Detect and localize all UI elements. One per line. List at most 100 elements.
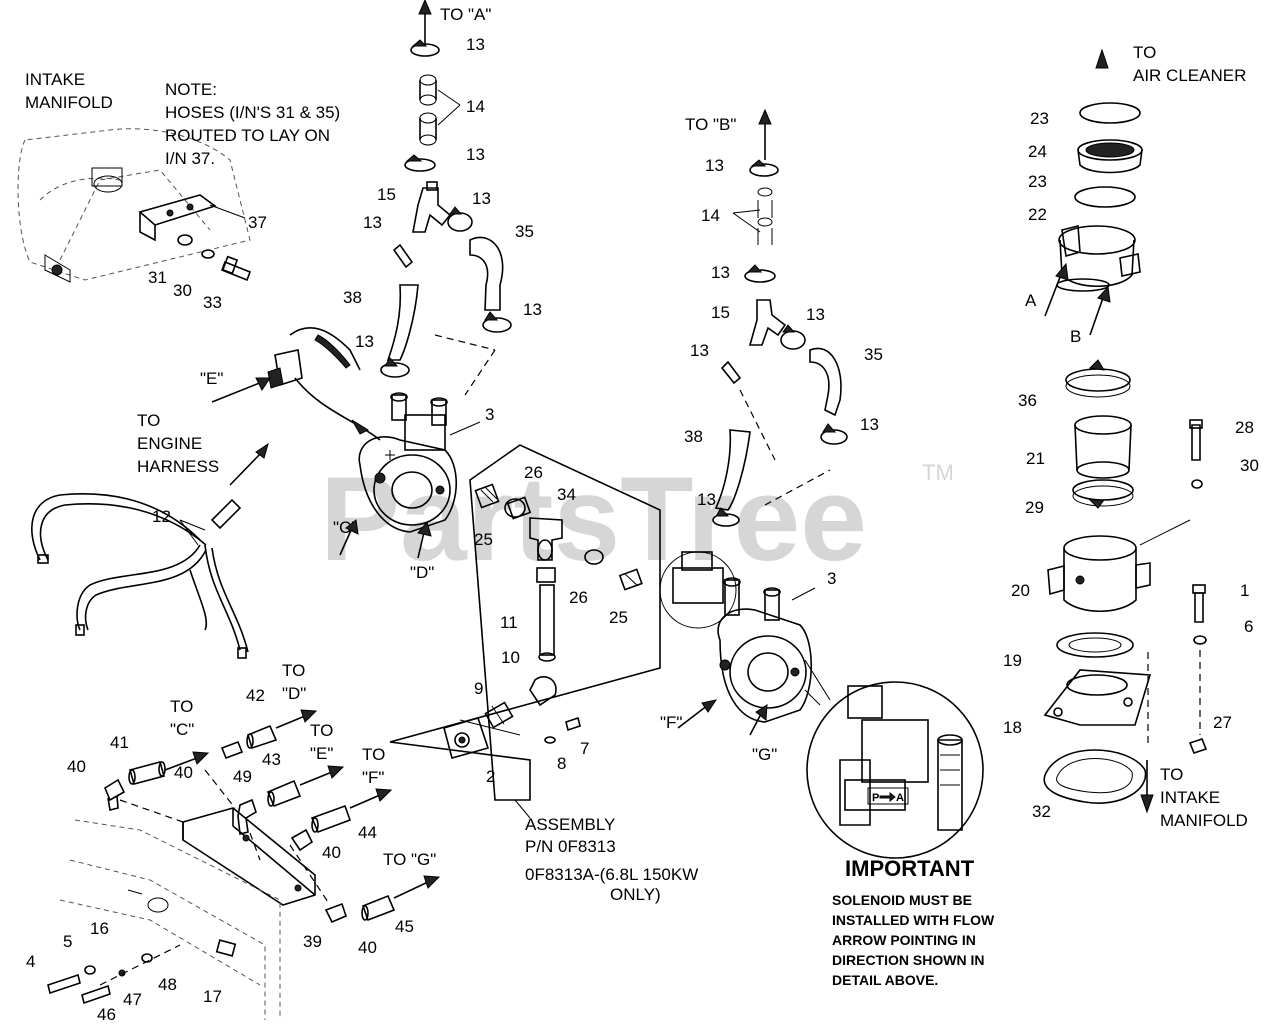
- watermark-text: PartsTree: [320, 452, 867, 586]
- part-number: 26: [524, 463, 543, 482]
- part-number: 3: [827, 569, 836, 588]
- part-number: 33: [203, 293, 222, 312]
- part-number: 30: [1240, 456, 1259, 475]
- tee-34: [529, 517, 563, 561]
- part-number: 13: [363, 213, 382, 232]
- part-number: 26: [569, 588, 588, 607]
- callout-c: "C": [333, 518, 357, 537]
- arrow-to-b: TO "B": [685, 108, 772, 160]
- part-number: 27: [1213, 713, 1232, 732]
- part-number-callouts: 13 14 13 15 13 13 35 38 13 13 37 31 30 3…: [26, 35, 1259, 1024]
- regulator-3-left: [358, 392, 481, 533]
- callout-a: A: [1025, 291, 1037, 310]
- to-d-label-2: "D": [282, 684, 306, 703]
- important-line-2: INSTALLED WITH FLOW: [832, 912, 995, 928]
- important-line-5: DETAIL ABOVE.: [832, 972, 938, 988]
- callout-d: "D": [410, 563, 434, 582]
- part-number: 38: [684, 427, 703, 446]
- part-number: 42: [246, 686, 265, 705]
- part-number: 6: [1244, 617, 1253, 636]
- fuel-block-39: [182, 807, 316, 906]
- fitting-26-top: [504, 496, 532, 520]
- part-number: 13: [806, 305, 825, 324]
- callout-g: "G": [752, 745, 777, 764]
- part-number: 15: [377, 185, 396, 204]
- part-number: 17: [203, 987, 222, 1006]
- bolt-washer-31-30-33: [177, 234, 252, 282]
- bottom-fittings: [47, 724, 396, 1005]
- arrow-to-air-cleaner: TO AIR CLEANER: [1095, 43, 1246, 85]
- part-number: 34: [557, 485, 576, 504]
- part-number: 28: [1235, 418, 1254, 437]
- flow-mark-a: A: [896, 792, 904, 804]
- part-number: 21: [1026, 449, 1045, 468]
- part-number: 19: [1003, 651, 1022, 670]
- assembly-label: ASSEMBLY P/N 0F8313 0F8313A-(6.8L 150KW …: [525, 815, 698, 904]
- part-number: 44: [358, 823, 377, 842]
- to-engine-harness-3: HARNESS: [137, 457, 219, 476]
- note-block: INTAKE MANIFOLD NOTE: HOSES (I/N'S 31 & …: [25, 70, 340, 168]
- part-number: 13: [711, 263, 730, 282]
- part-number: 40: [67, 757, 86, 776]
- part-number: 13: [523, 300, 542, 319]
- part-number: 22: [1028, 205, 1047, 224]
- intake-manifold-drawing: [17, 128, 251, 283]
- to-c-d-e-f-g-arrows: TO "C" TO "D" TO "E" TO "F" TO "G": [164, 661, 441, 899]
- part-number: 25: [474, 530, 493, 549]
- part-number: 18: [1003, 718, 1022, 737]
- to-intake-manifold-3: MANIFOLD: [1160, 811, 1248, 830]
- to-b-label: TO "B": [685, 115, 736, 134]
- solenoid-detail: P A: [804, 681, 984, 859]
- to-engine-harness-2: ENGINE: [137, 434, 202, 453]
- part-number: 14: [701, 206, 720, 225]
- part-number: 24: [1028, 142, 1047, 161]
- part-number: 8: [557, 754, 566, 773]
- part-number: 13: [860, 415, 879, 434]
- part-number: 7: [580, 739, 589, 758]
- part-number: 38: [343, 288, 362, 307]
- arrow-to-a: TO "A": [418, 0, 491, 45]
- callout-b: B: [1070, 327, 1081, 346]
- part-number: 29: [1025, 498, 1044, 517]
- part-number: 35: [515, 222, 534, 241]
- part-number: 4: [26, 952, 35, 971]
- intake-manifold-label-1: INTAKE: [25, 70, 85, 89]
- part-number: 32: [1032, 802, 1051, 821]
- assembly-line-4: ONLY): [610, 885, 661, 904]
- note-line-2: HOSES (I/N'S 31 & 35): [165, 103, 340, 122]
- callout-e: "E": [200, 369, 223, 388]
- note-line-4: I/N 37.: [165, 149, 215, 168]
- part-number: 40: [174, 763, 193, 782]
- part-number: 3: [485, 405, 494, 424]
- part-number: 9: [474, 679, 483, 698]
- part-number: 2: [486, 767, 495, 786]
- to-c-label-2: "C": [170, 720, 194, 739]
- part-number: 40: [322, 843, 341, 862]
- part-number: 46: [97, 1005, 116, 1024]
- to-d-label-1: TO: [282, 661, 305, 680]
- fitting-25-mid: [618, 568, 643, 591]
- part-number: 13: [472, 189, 491, 208]
- part-number: 14: [466, 97, 485, 116]
- important-line-4: DIRECTION SHOWN IN: [832, 952, 984, 968]
- note-line-1: NOTE:: [165, 80, 217, 99]
- part-number: 15: [711, 303, 730, 322]
- to-air-cleaner-1: TO: [1133, 43, 1156, 62]
- part-number: 23: [1030, 109, 1049, 128]
- to-c-label-1: TO: [170, 697, 193, 716]
- to-a-label: TO "A": [440, 5, 491, 24]
- to-engine-harness-1: TO: [137, 411, 160, 430]
- to-g-label: TO "G": [383, 850, 436, 869]
- part-number: 11: [500, 613, 518, 632]
- part-number: 25: [609, 608, 628, 627]
- to-f-label-1: TO: [362, 745, 385, 764]
- important-title: IMPORTANT: [845, 856, 975, 881]
- part-number: 13: [705, 156, 724, 175]
- part-number: 47: [123, 990, 142, 1009]
- part-number: 10: [501, 648, 520, 667]
- elbow-10: [529, 676, 557, 707]
- to-e-label-2: "E": [310, 744, 333, 763]
- flow-mark-p: P: [872, 792, 879, 804]
- important-line-3: ARROW POINTING IN: [832, 932, 976, 948]
